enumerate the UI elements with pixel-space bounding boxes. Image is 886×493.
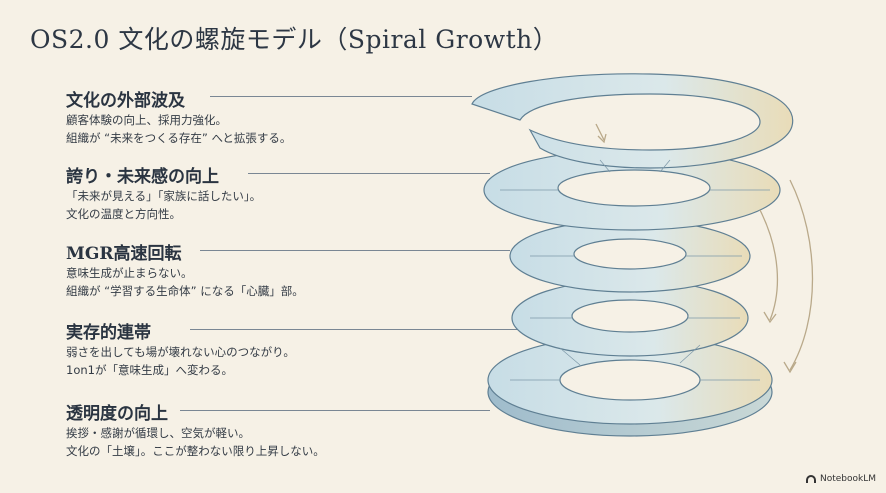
level-line: 文化の「土壌」。ここが整わない限り上昇しない。 — [66, 444, 325, 458]
logo-text: NotebookLM — [819, 474, 876, 484]
level-line: 意味生成が止まらない。 — [66, 266, 193, 280]
page-title: OS2.0 文化の螺旋モデル（Spiral Growth） — [30, 25, 559, 54]
notebooklm-icon — [805, 475, 816, 483]
level-line: 顧客体験の向上、採用力強化。 — [66, 113, 227, 127]
notebooklm-logo: NotebookLM — [805, 474, 876, 484]
level-line: 組織が “学習する生命体” になる「心臓」部。 — [66, 284, 304, 298]
leader-line-5 — [180, 410, 490, 411]
level-heading: 実存的連帯 — [66, 318, 159, 343]
level-line: 弱さを出しても場が壊れない心のつながり。 — [66, 345, 295, 359]
spiral-ring-top — [471, 73, 794, 169]
level-existential-solidarity: 実存的連帯 弱さを出しても場が壊れない心のつながり。 1on1が「意味生成」へ変… — [66, 318, 486, 379]
leader-line-2 — [248, 173, 490, 174]
level-heading: 誇り・未来感の向上 — [66, 162, 227, 187]
leader-line-4 — [190, 329, 520, 330]
level-line: 「未来が見える」「家族に話したい」。 — [66, 189, 262, 203]
level-heading: 透明度の向上 — [66, 399, 176, 424]
level-pride-future: 誇り・未来感の向上 「未来が見える」「家族に話したい」。 文化の温度と方向性。 — [66, 162, 486, 223]
leader-line-3 — [200, 250, 510, 251]
level-heading: MGR高速回転 — [66, 239, 190, 264]
level-mgr-rotation: MGR高速回転 意味生成が止まらない。 組織が “学習する生命体” になる「心臓… — [66, 239, 486, 300]
level-line: 文化の温度と方向性。 — [66, 207, 181, 221]
level-line: 1on1が「意味生成」へ変わる。 — [66, 363, 233, 377]
level-transparency: 透明度の向上 挨拶・感謝が循環し、空気が軽い。 文化の「土壌」。ここが整わない限… — [66, 399, 486, 460]
level-line: 挨拶・感謝が循環し、空気が軽い。 — [66, 426, 250, 440]
level-line: 組織が “未来をつくる存在” へと拡張する。 — [66, 131, 292, 145]
leader-line-1 — [210, 96, 472, 97]
level-heading: 文化の外部波及 — [66, 86, 193, 111]
level-outer-ripple: 文化の外部波及 顧客体験の向上、採用力強化。 組織が “未来をつくる存在” へと… — [66, 86, 486, 147]
